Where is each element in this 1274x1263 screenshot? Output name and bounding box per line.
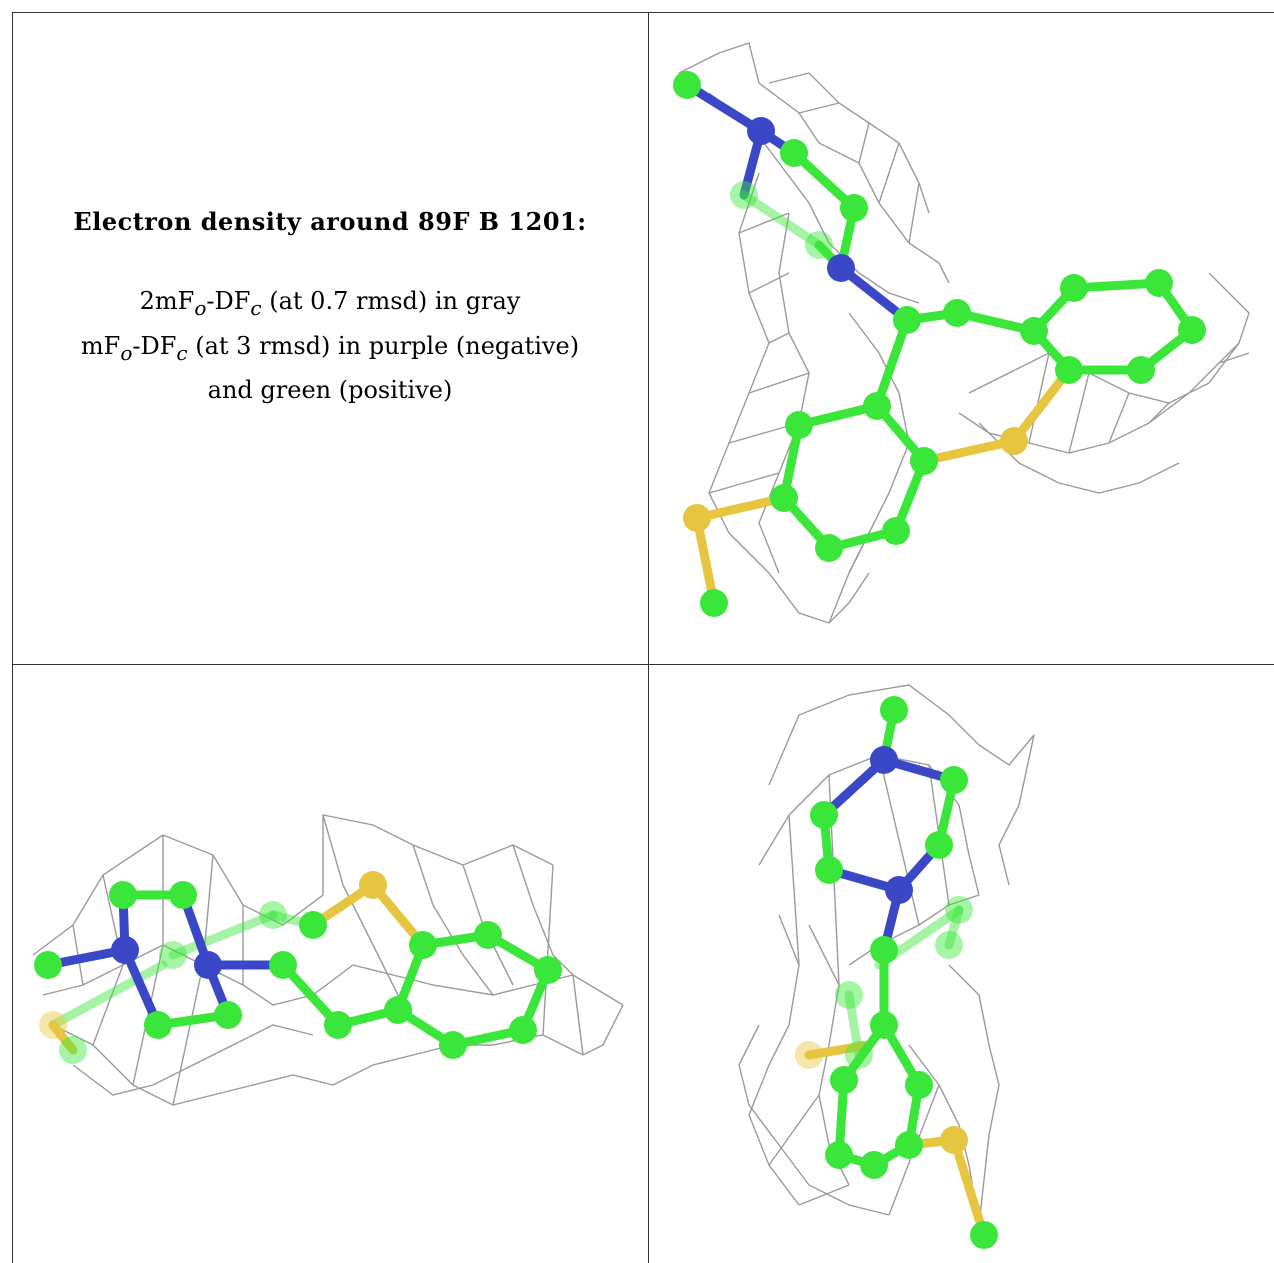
- caption-cell: Electron density around 89F B 1201: 2mFo…: [12, 12, 648, 664]
- nitrogen-atom: [870, 746, 898, 774]
- carbon-atom: [269, 951, 297, 979]
- carbon-atom: [299, 911, 327, 939]
- middle-divider: [12, 664, 1274, 665]
- carbon-atom: [474, 921, 502, 949]
- carbon-atom: [169, 881, 197, 909]
- molecule-view-bottom-right: [649, 665, 1274, 1263]
- carbon-atom: [384, 996, 412, 1024]
- carbon-atom: [970, 1221, 998, 1249]
- carbon-atom: [34, 951, 62, 979]
- carbon-atom: [673, 71, 701, 99]
- caption-line-1: 2mFo-DFc (at 0.7 rmsd) in gray: [139, 286, 521, 320]
- carbon-atom: [835, 981, 863, 1009]
- carbon-atom: [870, 936, 898, 964]
- carbon-atom: [870, 1011, 898, 1039]
- carbon-atom: [509, 1016, 537, 1044]
- carbon-atom: [840, 194, 868, 222]
- carbon-atom: [109, 881, 137, 909]
- carbon-atom: [863, 392, 891, 420]
- sulfur-atom: [39, 1011, 67, 1039]
- carbon-atom: [439, 1031, 467, 1059]
- carbon-atom: [159, 941, 187, 969]
- carbon-atom: [534, 956, 562, 984]
- density-mesh-2: [32, 814, 624, 1106]
- nitrogen-atom: [194, 951, 222, 979]
- carbon-atom: [1145, 269, 1173, 297]
- carbon-atom: [810, 801, 838, 829]
- carbon-atom: [1055, 356, 1083, 384]
- carbon-atom: [825, 1141, 853, 1169]
- carbon-atom: [144, 1011, 172, 1039]
- carbon-atom: [940, 766, 968, 794]
- carbon-atom: [945, 896, 973, 924]
- carbon-atom: [700, 589, 728, 617]
- carbon-atom: [925, 831, 953, 859]
- molecule-render-1: [673, 42, 1250, 624]
- sulfur-atom: [359, 871, 387, 899]
- carbon-atom: [910, 447, 938, 475]
- left-border: [12, 12, 13, 1263]
- carbon-atom: [893, 306, 921, 334]
- carbon-atom: [815, 856, 843, 884]
- carbon-atom: [805, 231, 833, 259]
- nitrogen-atom: [885, 876, 913, 904]
- nitrogen-atom: [111, 936, 139, 964]
- molecule-view-bottom-left: [13, 665, 648, 1263]
- carbon-atom: [770, 484, 798, 512]
- nitrogen-atom: [827, 254, 855, 282]
- ligand-model-2: [34, 871, 562, 1064]
- carbon-atom: [1178, 316, 1206, 344]
- carbon-atom: [785, 411, 813, 439]
- molecule-render-3: [738, 684, 1035, 1249]
- nitrogen-atom: [747, 117, 775, 145]
- molecule-view-top-right: [649, 13, 1274, 664]
- carbon-atom: [1020, 317, 1048, 345]
- sulfur-atom: [1000, 427, 1028, 455]
- carbon-atom: [943, 299, 971, 327]
- carbon-atom: [59, 1036, 87, 1064]
- sulfur-atom: [683, 504, 711, 532]
- molecule-render-2: [32, 814, 624, 1106]
- caption-line-2: mFo-DFc (at 3 rmsd) in purple (negative): [80, 331, 580, 365]
- carbon-atom: [324, 1011, 352, 1039]
- sulfur-atom: [940, 1126, 968, 1154]
- carbon-atom: [860, 1151, 888, 1179]
- caption-line-3: and green (positive): [207, 376, 453, 405]
- carbon-atom: [880, 696, 908, 724]
- sulfur-atom: [795, 1041, 823, 1069]
- center-divider: [648, 12, 649, 1263]
- carbon-atom: [830, 1066, 858, 1094]
- carbon-atom: [730, 181, 758, 209]
- carbon-atom: [935, 931, 963, 959]
- carbon-atom: [895, 1131, 923, 1159]
- carbon-atom: [815, 534, 843, 562]
- carbon-atom: [1060, 274, 1088, 302]
- carbon-atom: [409, 931, 437, 959]
- carbon-atom: [882, 517, 910, 545]
- carbon-atom: [214, 1001, 242, 1029]
- density-mesh-1: [678, 42, 1250, 624]
- ligand-model-1: [673, 71, 1206, 617]
- carbon-atom: [259, 901, 287, 929]
- carbon-atom: [1127, 356, 1155, 384]
- carbon-atom: [905, 1071, 933, 1099]
- caption-title: Electron density around 89F B 1201:: [73, 206, 587, 236]
- ligand-model-3: [795, 696, 998, 1249]
- top-border: [12, 12, 1274, 13]
- carbon-atom: [845, 1041, 873, 1069]
- carbon-atom: [780, 139, 808, 167]
